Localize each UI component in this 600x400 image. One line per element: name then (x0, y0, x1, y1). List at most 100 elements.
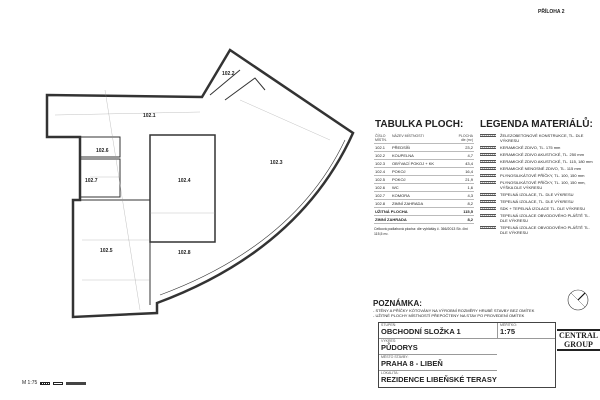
area-table-title: TABULKA PLOCH: (375, 119, 464, 130)
material-swatch (480, 167, 496, 170)
drawing-label: VÝKRES: (381, 339, 397, 343)
legend-item: KERAMICKÉ ZDIVO AKUSTICKÉ, TL. 115, 180 … (480, 159, 598, 164)
legend-item: KERAMICKÉ NENOSNÉ ZDIVO, TL. 115 mm (480, 166, 598, 171)
legend-item: PLYNOSILIKÁTOVÉ PŘÍČKY, TL. 100, 150 mm,… (480, 180, 598, 190)
legend-item: KERAMICKÉ ZDIVO, TL. 175 mm (480, 145, 598, 150)
table-cell: KOMORA (391, 191, 454, 201)
logo-line2: GROUP (564, 340, 593, 349)
material-swatch (480, 207, 496, 210)
table-cell: 21,9 (454, 175, 474, 185)
room-label: 102.5 (100, 248, 113, 254)
legend-item: TEPELNÁ IZOLACE, TL. DLE VÝKRESU (480, 192, 598, 197)
stage-value: OBCHODNÍ SLOŽKA 1 (381, 327, 461, 336)
table-cell: PŘEDSÍŇ (391, 143, 454, 153)
legend-item: TEPELNÁ IZOLACE OBVODOVÉHO PLÁŠTĚ TL. DL… (480, 225, 598, 235)
exterior-wall (45, 48, 355, 319)
material-swatch (480, 214, 496, 217)
location-value: REZIDENCE LIBEŇSKÉ TERASY (381, 375, 497, 384)
winter-label: ZIMNÍ ZAHRADA (374, 215, 454, 225)
legend-text: PLYNOSILIKÁTOVÉ PŘÍČKY, TL. 100, 150 mm,… (500, 180, 586, 190)
legend-item: ŽELEZOBETONOVÉ KONSTRUKCE, TL. DLE VÝKRE… (480, 133, 598, 143)
city-label: MĚSTO STAVBY: (381, 355, 409, 359)
material-swatch (480, 226, 496, 229)
note-line: - STĚNY A PŘÍČKY KÓTOVÁNY NA VÝROBNÍ ROZ… (373, 308, 535, 313)
material-swatch (480, 160, 496, 163)
logo-line1: CENTRAL (558, 331, 599, 340)
room-102-4-walls (149, 134, 216, 243)
table-cell: 4,7 (454, 151, 474, 161)
room-label: 102.2 (222, 71, 235, 77)
legend-item: TEPELNÁ IZOLACE OBVODOVÉHO PLÁŠTĚ TL. DL… (480, 213, 598, 223)
table-cell: WC (391, 183, 454, 193)
legend-text: KERAMICKÉ NENOSNÉ ZDIVO, TL. 115 mm (500, 166, 581, 171)
legend-item: SDK + TEPELNÁ IZOLACE TL. DLE VÝKRESU (480, 206, 598, 211)
table-cell: OBÝVACÍ POKOJ + KK (391, 159, 454, 169)
room-label: 102.7 (85, 178, 98, 184)
stage-label: STUPEŇ: (381, 323, 397, 327)
room-102-6-walls (79, 136, 121, 158)
table-cell: 8,2 (454, 199, 474, 209)
header-cell: ČÍSLO MÍSTN. (374, 133, 391, 145)
scale-bar: M 1:75 (22, 380, 87, 386)
note-line: - UŽITNÉ PLOCHY MÍSTNOSTÍ PŘEPOČTENY NA … (373, 313, 525, 318)
material-swatch (480, 193, 496, 196)
scale-label: M 1:75 (22, 380, 38, 386)
header-cell: NÁZEV MÍSTNOSTI (391, 133, 454, 145)
material-swatch (480, 153, 496, 156)
legend-item: PLYNOSILIKÁTOVÉ PŘÍČKY, TL. 100, 150 mm (480, 173, 598, 178)
room-label: 102.4 (178, 178, 191, 184)
notes-title: POZNÁMKA: (373, 299, 422, 308)
city-value: PRAHA 8 - LIBEŇ (381, 359, 443, 368)
title-block: STUPEŇ:OBCHODNÍ SLOŽKA 1 MĚŘÍTKO:1:75 VÝ… (378, 322, 556, 388)
table-cell: 102.4 (374, 167, 391, 177)
legend-text: KERAMICKÉ ZDIVO AKUSTICKÉ, TL. 250 mm (500, 152, 584, 157)
table-cell: 102.2 (374, 151, 391, 161)
legend-title: LEGENDA MATERIÁLŮ: (480, 119, 593, 130)
scale-bar-segment (66, 381, 87, 385)
drawing-value: PŮDORYS (381, 343, 418, 352)
table-cell: POKOJ (391, 175, 454, 185)
table-cell: POKOJ (391, 167, 454, 177)
legend-text: ŽELEZOBETONOVÉ KONSTRUKCE, TL. DLE VÝKRE… (500, 133, 584, 143)
scale-bar-segment (53, 381, 64, 385)
table-cell: 102.5 (374, 175, 391, 185)
table-cell: KOUPELNA (391, 151, 454, 161)
notes: POZNÁMKA: - STĚNY A PŘÍČKY KÓTOVÁNY NA V… (373, 299, 548, 318)
material-swatch (480, 134, 496, 137)
table-cell: 23,2 (454, 143, 474, 153)
attachment-label: PŘÍLOHA 2 (538, 9, 565, 15)
legend-text: TEPELNÁ IZOLACE, TL. DLE VÝKRESU (500, 199, 574, 204)
scale-bar-fine (40, 381, 51, 385)
north-arrow-icon (567, 289, 589, 311)
legend-text: KERAMICKÉ ZDIVO AKUSTICKÉ, TL. 115, 180 … (500, 159, 593, 164)
material-swatch (480, 146, 496, 149)
legend-text: TEPELNÁ IZOLACE OBVODOVÉHO PLÁŠTĚ TL. DL… (500, 225, 590, 235)
table-cell: 102.3 (374, 159, 391, 169)
table-cell: 102.7 (374, 191, 391, 201)
total-label: UŽITNÁ PLOCHA (374, 207, 454, 217)
legend-text: SDK + TEPELNÁ IZOLACE TL. DLE VÝKRESU (500, 206, 586, 211)
material-swatch (480, 181, 496, 184)
table-cell: 16,4 (454, 167, 474, 177)
table-cell: ZIMNÍ ZAHRADA (391, 199, 454, 209)
legend-item: TEPELNÁ IZOLACE, TL. DLE VÝKRESU (480, 199, 598, 204)
header-cell: PLOCHA dle (m²) (454, 133, 474, 145)
room-label: 102.3 (270, 160, 283, 166)
total-value: 115,5 (454, 207, 474, 217)
room-label: 102.8 (178, 250, 191, 256)
table-cell: 102.1 (374, 143, 391, 153)
table-cell: 102.8 (374, 199, 391, 209)
material-swatch (480, 174, 496, 177)
legend-item: KERAMICKÉ ZDIVO AKUSTICKÉ, TL. 250 mm (480, 152, 598, 157)
